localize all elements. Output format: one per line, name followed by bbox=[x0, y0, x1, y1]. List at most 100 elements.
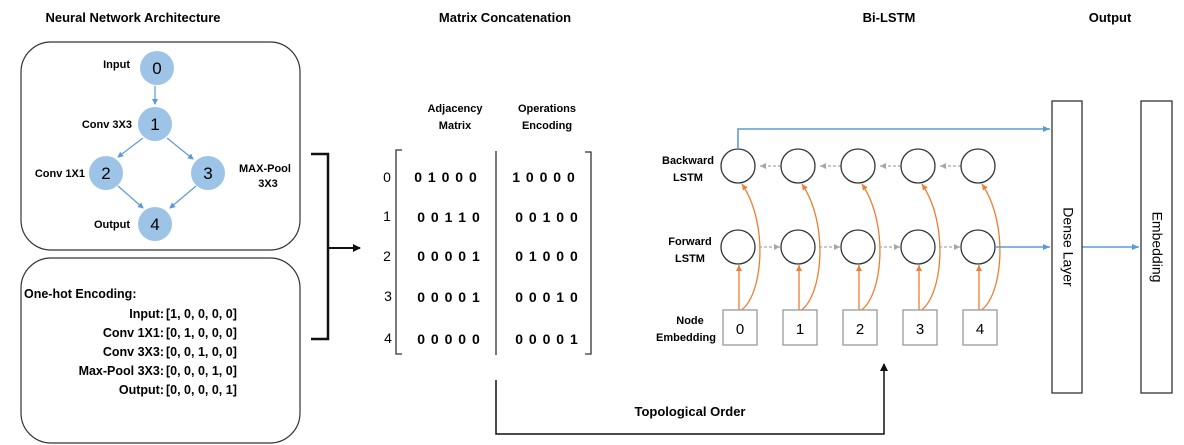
row-index: 1 bbox=[383, 208, 391, 224]
operations-header-line1: Operations bbox=[518, 103, 576, 115]
matrix-row: 4 0 0 0 0 0 0 0 0 0 1 bbox=[384, 330, 579, 347]
embedding-box: Embedding bbox=[1140, 100, 1173, 394]
embedding-to-backward-arrow bbox=[799, 183, 821, 312]
operations-header-line2: Encoding bbox=[522, 120, 572, 132]
backward-lstm-cell bbox=[720, 148, 756, 184]
backward-lstm-label-line2: LSTM bbox=[673, 172, 703, 184]
matrix-row: 1 0 0 1 1 0 0 0 1 0 0 bbox=[383, 208, 579, 225]
forward-lstm-cell bbox=[960, 229, 996, 265]
adjacency-header-line1: Adjacency bbox=[427, 103, 483, 115]
one-hot-vector: [0, 0, 0, 1, 0] bbox=[166, 364, 237, 378]
backward-lstm-cell bbox=[780, 148, 816, 184]
concat-bracket bbox=[311, 152, 330, 341]
topological-order-arrow bbox=[495, 363, 888, 435]
adjacency-row: 0 0 0 0 1 bbox=[417, 248, 481, 264]
adjacency-header-line2: Matrix bbox=[439, 120, 472, 132]
matrix-right-bracket bbox=[585, 151, 592, 355]
section-title-bilstm: Bi-LSTM bbox=[863, 10, 916, 25]
embedding-to-backward-arrow bbox=[919, 183, 941, 312]
forward-lstm-label-line1: Forward bbox=[668, 236, 711, 248]
one-hot-row: Conv 3X3: [0, 0, 1, 0, 0] bbox=[103, 345, 237, 359]
section-title-architecture: Neural Network Architecture bbox=[45, 10, 220, 25]
bracket-line bbox=[311, 152, 330, 341]
embedding-to-backward-arrow bbox=[859, 183, 881, 312]
node-embedding-box bbox=[782, 309, 818, 346]
operations-row: 0 0 0 0 1 bbox=[515, 331, 579, 347]
node-embedding-id: 3 bbox=[916, 321, 924, 338]
node-embedding-id: 1 bbox=[796, 321, 804, 338]
one-hot-op: Input: bbox=[129, 307, 164, 321]
graph-node-0: 0 Input bbox=[103, 51, 174, 85]
bilstm-cells: 0 1 2 3 4 bbox=[720, 148, 1001, 346]
node-label-line2: 3X3 bbox=[258, 178, 278, 190]
row-index: 0 bbox=[383, 169, 391, 185]
operations-row: 1 0 0 0 0 bbox=[512, 169, 576, 185]
one-hot-row: Input: [1, 0, 0, 0, 0] bbox=[129, 307, 237, 321]
matrix-left-bracket bbox=[395, 149, 402, 355]
embedding-label: Embedding bbox=[1149, 212, 1165, 283]
row-index: 2 bbox=[383, 248, 391, 264]
one-hot-op: Max-Pool 3X3: bbox=[79, 364, 164, 378]
one-hot-op: Conv 1X1: bbox=[103, 326, 164, 340]
embedding-to-backward-arrow bbox=[979, 183, 1001, 312]
one-hot-op: Output: bbox=[119, 383, 164, 397]
edge-3-4 bbox=[169, 185, 197, 209]
row-index: 4 bbox=[384, 330, 392, 346]
backward-to-dense-arrow bbox=[737, 126, 1050, 149]
section-title-matrix: Matrix Concatenation bbox=[439, 10, 571, 25]
operations-row: 0 1 0 0 0 bbox=[515, 248, 579, 264]
backward-lstm-cell bbox=[900, 148, 936, 184]
node-circle bbox=[89, 156, 123, 190]
node-id: 0 bbox=[152, 59, 161, 78]
node-id: 4 bbox=[150, 215, 159, 234]
node-circle bbox=[138, 107, 172, 141]
one-hot-vector: [0, 0, 0, 0, 1] bbox=[166, 383, 237, 397]
forward-lstm-cell bbox=[720, 229, 756, 265]
edge-1-2 bbox=[117, 137, 144, 158]
one-hot-row: Output: [0, 0, 0, 0, 1] bbox=[119, 383, 237, 397]
one-hot-row: Max-Pool 3X3: [0, 0, 0, 1, 0] bbox=[79, 364, 237, 378]
node-embedding-id: 0 bbox=[736, 321, 744, 338]
graph-edges bbox=[117, 86, 197, 209]
dense-layer-box: Dense Layer bbox=[1051, 100, 1083, 394]
adjacency-row: 0 0 1 1 0 bbox=[417, 209, 481, 225]
graph-node-4: 4 Output bbox=[94, 207, 172, 241]
one-hot-row: Conv 1X1: [0, 1, 0, 0, 0] bbox=[103, 326, 237, 340]
node-circle bbox=[138, 207, 172, 241]
node-id: 1 bbox=[150, 115, 159, 134]
graph-node-1: 1 Conv 3X3 bbox=[82, 107, 172, 141]
graph-node-2: 2 Conv 1X1 bbox=[35, 156, 123, 190]
one-hot-op: Conv 3X3: bbox=[103, 345, 164, 359]
node-embedding-box bbox=[722, 309, 758, 346]
node-label: Conv 3X3 bbox=[82, 119, 132, 131]
matrix-row: 0 0 1 0 0 0 1 0 0 0 0 bbox=[383, 169, 576, 185]
one-hot-rows: Input: [1, 0, 0, 0, 0] Conv 1X1: [0, 1, … bbox=[79, 307, 237, 397]
graph-node-3: 3 MAX-Pool 3X3 bbox=[191, 156, 291, 190]
one-hot-box bbox=[20, 257, 301, 444]
matrix-brackets bbox=[395, 149, 592, 355]
node-embedding-box bbox=[962, 309, 998, 346]
adjacency-row: 0 0 0 0 1 bbox=[417, 289, 481, 305]
edge-2-4 bbox=[117, 185, 144, 209]
matrix-rows: 0 0 1 0 0 0 1 0 0 0 0 1 0 0 1 1 0 0 0 1 … bbox=[383, 169, 579, 347]
one-hot-vector: [1, 0, 0, 0, 0] bbox=[166, 307, 237, 321]
node-id: 2 bbox=[101, 164, 110, 183]
operations-row: 0 0 1 0 0 bbox=[515, 209, 579, 225]
dense-layer-rect bbox=[1051, 100, 1083, 394]
embedding-rect bbox=[1140, 100, 1173, 394]
one-hot-vector: [0, 0, 1, 0, 0] bbox=[166, 345, 237, 359]
matrix-row: 3 0 0 0 0 1 0 0 0 1 0 bbox=[384, 288, 579, 305]
adjacency-row: 0 1 0 0 0 bbox=[414, 169, 478, 185]
node-embedding-id: 4 bbox=[976, 321, 984, 338]
node-id: 3 bbox=[203, 164, 212, 183]
node-label-line1: MAX-Pool bbox=[239, 163, 291, 175]
node-label: Output bbox=[94, 219, 130, 231]
node-circle bbox=[140, 51, 174, 85]
node-embedding-id: 2 bbox=[856, 321, 864, 338]
operations-row: 0 0 0 1 0 bbox=[515, 289, 579, 305]
node-embedding-label-line2: Embedding bbox=[656, 332, 716, 344]
forward-lstm-cell bbox=[900, 229, 936, 265]
forward-lstm-label-line2: LSTM bbox=[675, 253, 705, 265]
adjacency-row: 0 0 0 0 0 bbox=[417, 331, 481, 347]
backward-lstm-cell bbox=[960, 148, 996, 184]
